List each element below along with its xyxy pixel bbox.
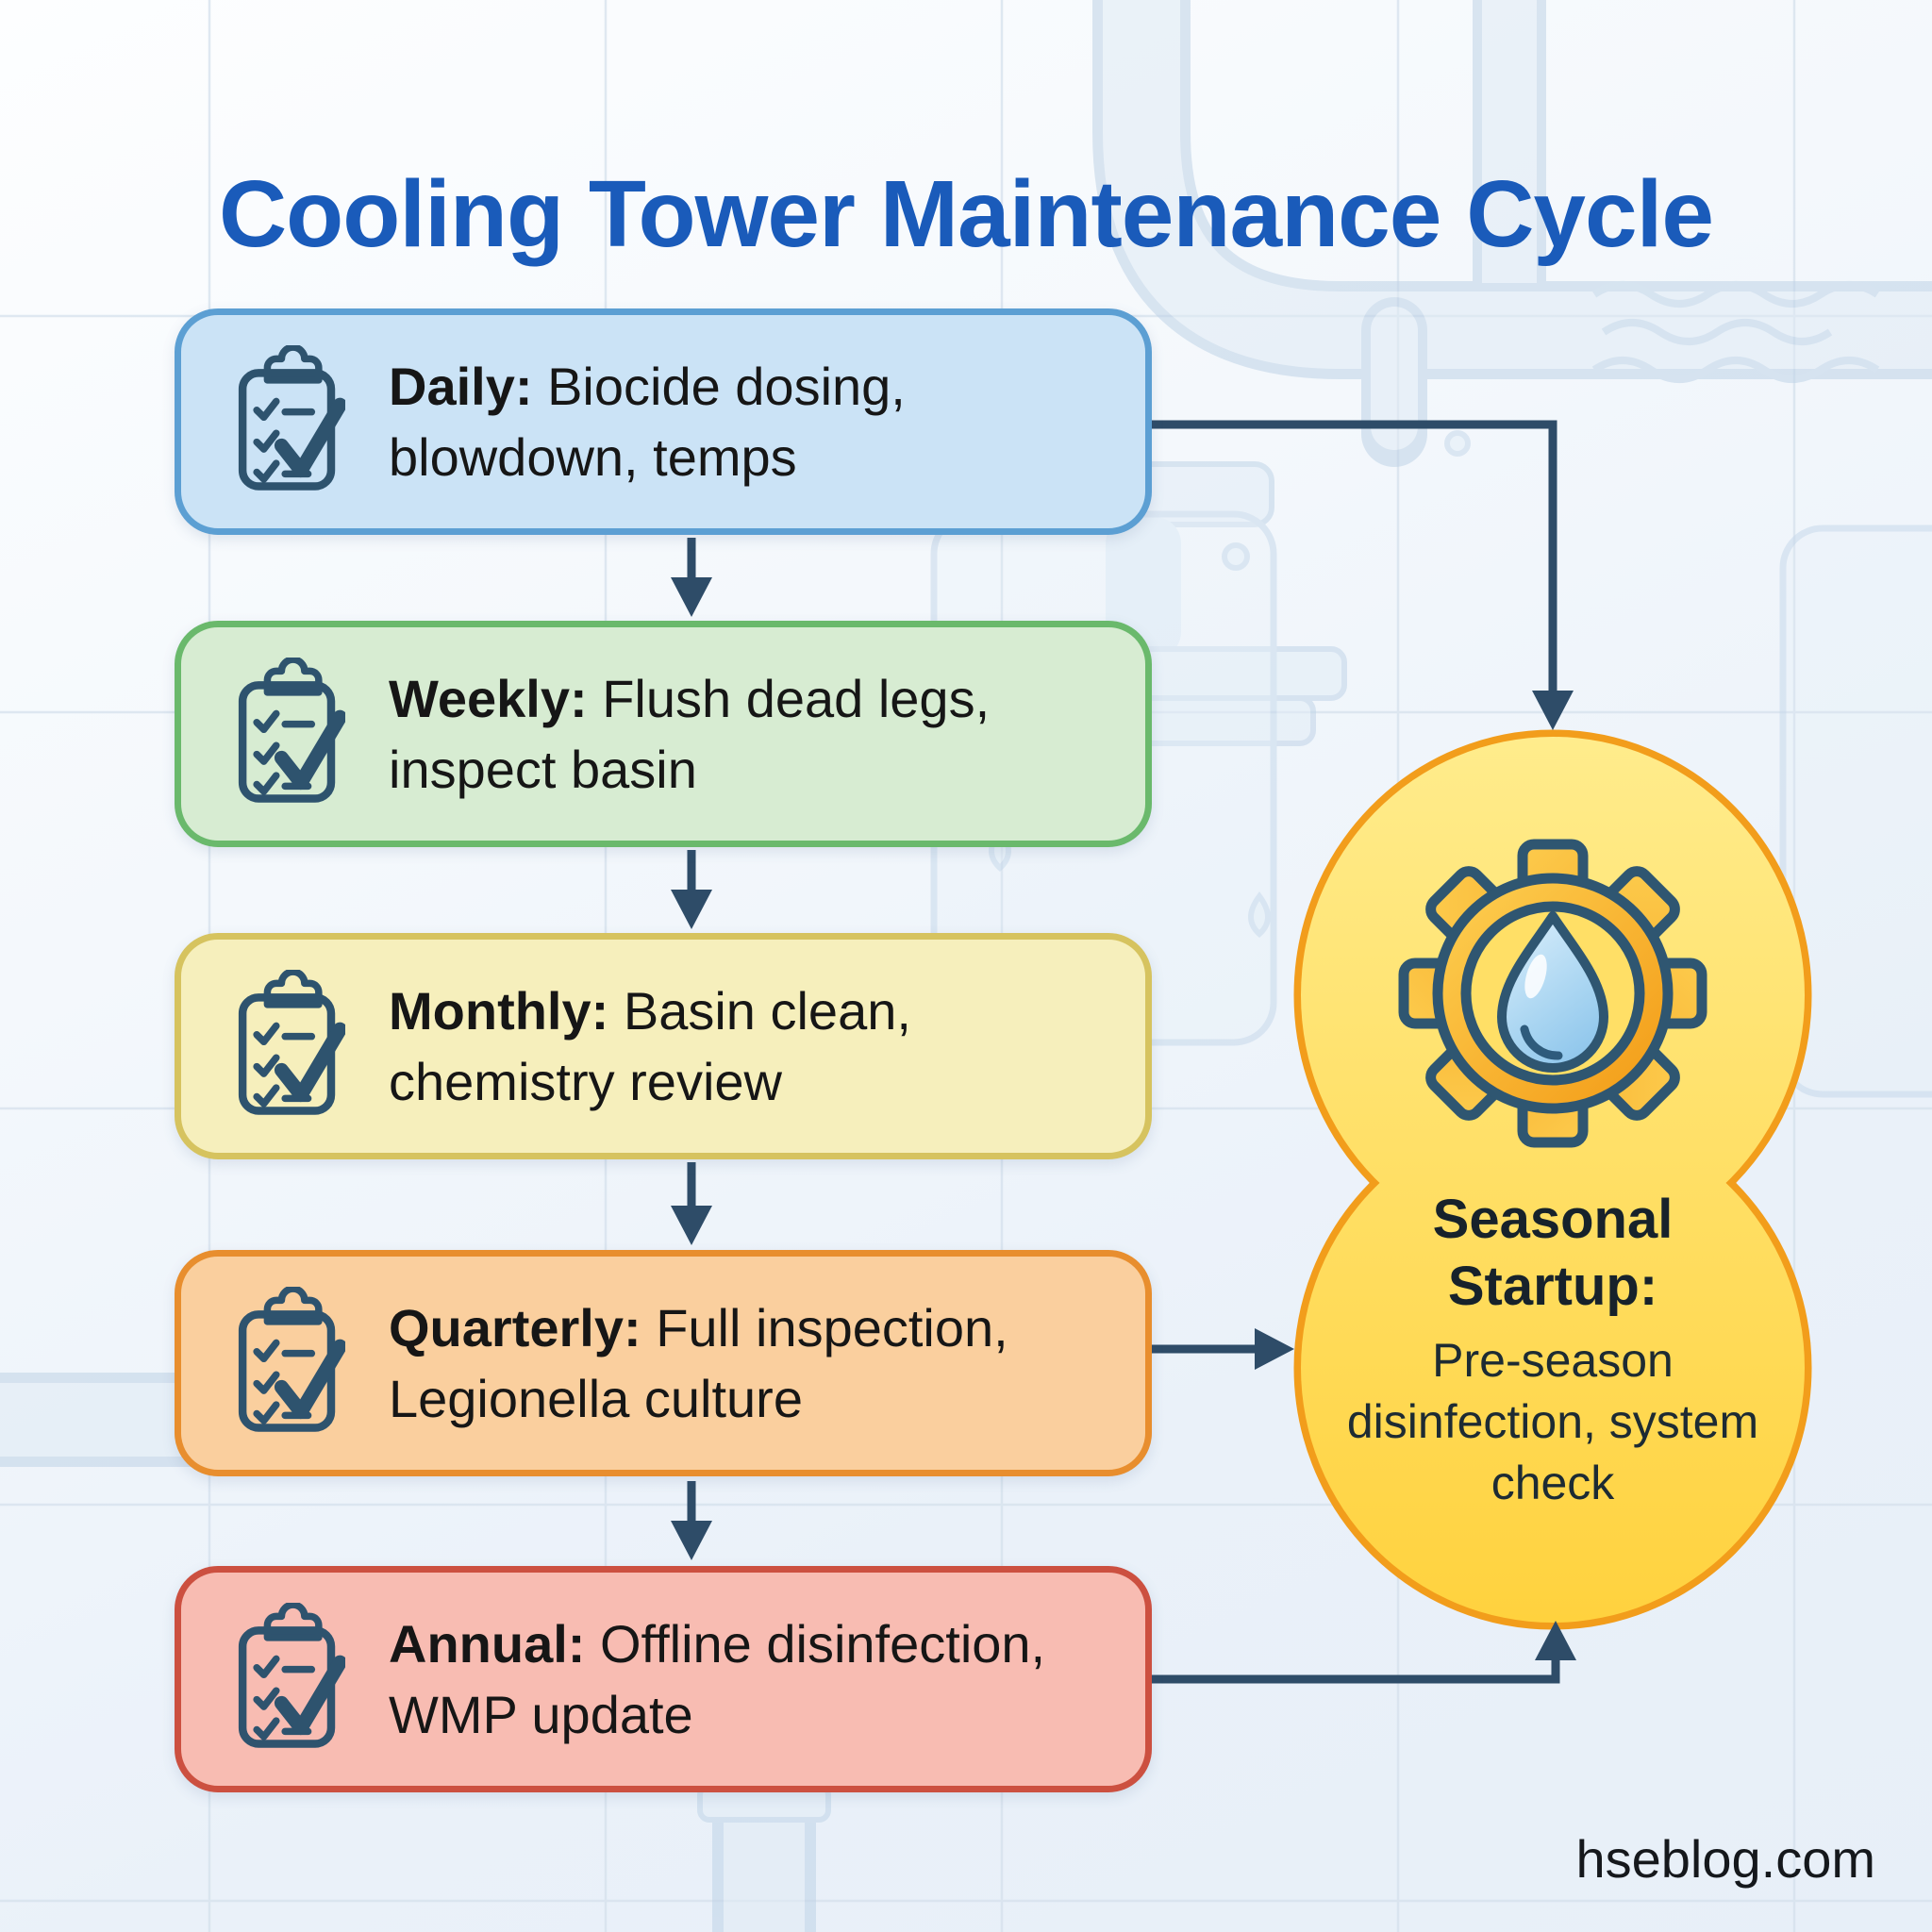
step-box-quarterly: Quarterly: Full inspection,Legionella cu… xyxy=(175,1250,1152,1476)
badge-body: Pre-season disinfection, system check xyxy=(1346,1333,1759,1509)
step-text: Quarterly: Full inspection,Legionella cu… xyxy=(389,1297,1008,1428)
step-text: Daily: Biocide dosing,blowdown, temps xyxy=(389,356,906,487)
connector-annual-to-badge xyxy=(1150,1621,1576,1684)
clipboard-checklist-icon xyxy=(238,1287,345,1432)
watermark: hseblog.com xyxy=(1575,1829,1875,1889)
step-box-daily: Daily: Biocide dosing,blowdown, temps xyxy=(175,308,1152,535)
flow-arrow-quarterly-to-annual xyxy=(671,1481,712,1560)
pipe-waves xyxy=(1591,281,1880,383)
clipboard-checklist-icon xyxy=(238,345,345,491)
clipboard-checklist-icon xyxy=(238,970,345,1115)
step-box-weekly: Weekly: Flush dead legs,inspect basin xyxy=(175,621,1152,847)
step-box-monthly: Monthly: Basin clean,chemistry review xyxy=(175,933,1152,1159)
step-text: Weekly: Flush dead legs,inspect basin xyxy=(389,668,991,799)
connector-quarterly-to-badge xyxy=(1150,1328,1294,1370)
gear-water-drop-icon xyxy=(1398,839,1707,1148)
seasonal-startup-badge-text: Seasonal Startup: Pre-season disinfectio… xyxy=(1331,1187,1774,1514)
step-text: Annual: Offline disinfection,WMP update xyxy=(389,1613,1046,1744)
flow-arrow-monthly-to-quarterly xyxy=(671,1162,712,1245)
step-text: Monthly: Basin clean,chemistry review xyxy=(389,980,911,1111)
clipboard-checklist-icon xyxy=(238,658,345,803)
flow-connectors xyxy=(671,420,1576,1684)
step-box-annual: Annual: Offline disinfection,WMP update xyxy=(175,1566,1152,1792)
step-label: Annual: xyxy=(389,1613,586,1674)
flow-arrow-weekly-to-monthly xyxy=(671,850,712,929)
step-label: Weekly: xyxy=(389,668,588,728)
page-title: Cooling Tower Maintenance Cycle xyxy=(218,161,1714,267)
step-label: Quarterly: xyxy=(389,1297,641,1357)
connector-daily-to-badge xyxy=(1150,420,1574,730)
clipboard-checklist-icon xyxy=(238,1603,345,1748)
flow-arrow-daily-to-weekly xyxy=(671,538,712,617)
step-label: Monthly: xyxy=(389,980,609,1041)
badge-title: Seasonal Startup: xyxy=(1432,1189,1674,1317)
step-label: Daily: xyxy=(389,356,533,416)
